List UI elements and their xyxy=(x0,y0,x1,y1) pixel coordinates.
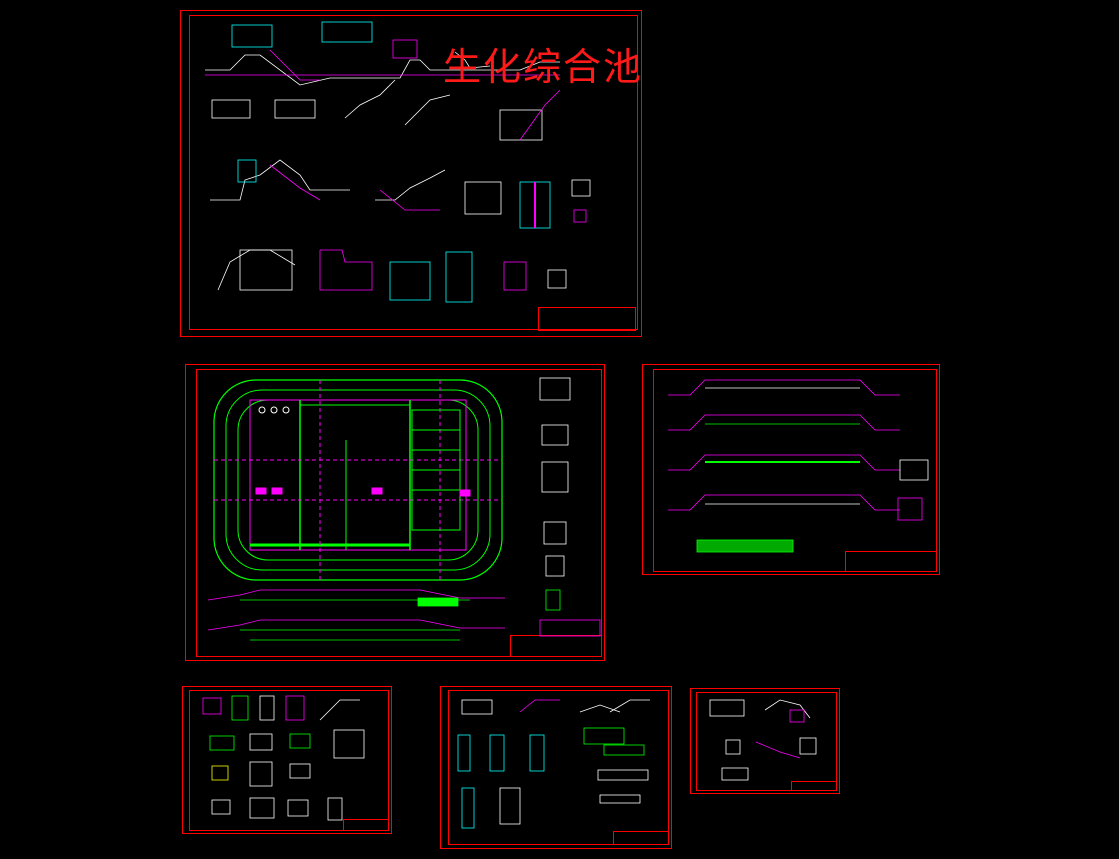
sheet-inner-frame xyxy=(189,15,638,330)
drawing-sheet-bottom-right[interactable] xyxy=(690,688,840,794)
pool-plan-outlines xyxy=(213,379,503,581)
bottom-left-details xyxy=(202,695,365,821)
title-block xyxy=(510,635,602,657)
drawing-sheet-bottom-middle[interactable] xyxy=(440,686,672,849)
bottom-right-details xyxy=(709,699,817,781)
drawing-sheet-bottom-left[interactable] xyxy=(182,686,392,834)
title-block xyxy=(613,831,669,845)
title-block xyxy=(343,819,389,831)
title-block xyxy=(538,307,636,331)
drawing-sheet-pool-plan[interactable] xyxy=(185,364,605,661)
sheet-inner-frame xyxy=(196,369,602,657)
pool-plan-side-details xyxy=(539,377,601,637)
drawing-sheet-top-details[interactable] xyxy=(180,10,642,337)
drawing-sheet-sections[interactable] xyxy=(642,364,940,575)
sheet-inner-frame xyxy=(448,690,669,845)
sheet-inner-frame xyxy=(696,692,837,791)
sheet-inner-frame xyxy=(653,369,937,572)
title-block xyxy=(845,551,937,572)
section-profiles xyxy=(668,379,929,553)
bottom-middle-details xyxy=(457,699,650,829)
pool-plan-sections xyxy=(207,589,505,641)
sheet-inner-frame xyxy=(189,690,389,831)
top-sheet-details xyxy=(205,21,591,303)
title-block xyxy=(791,781,837,791)
drawing-title: 生化综合池 xyxy=(443,45,644,89)
